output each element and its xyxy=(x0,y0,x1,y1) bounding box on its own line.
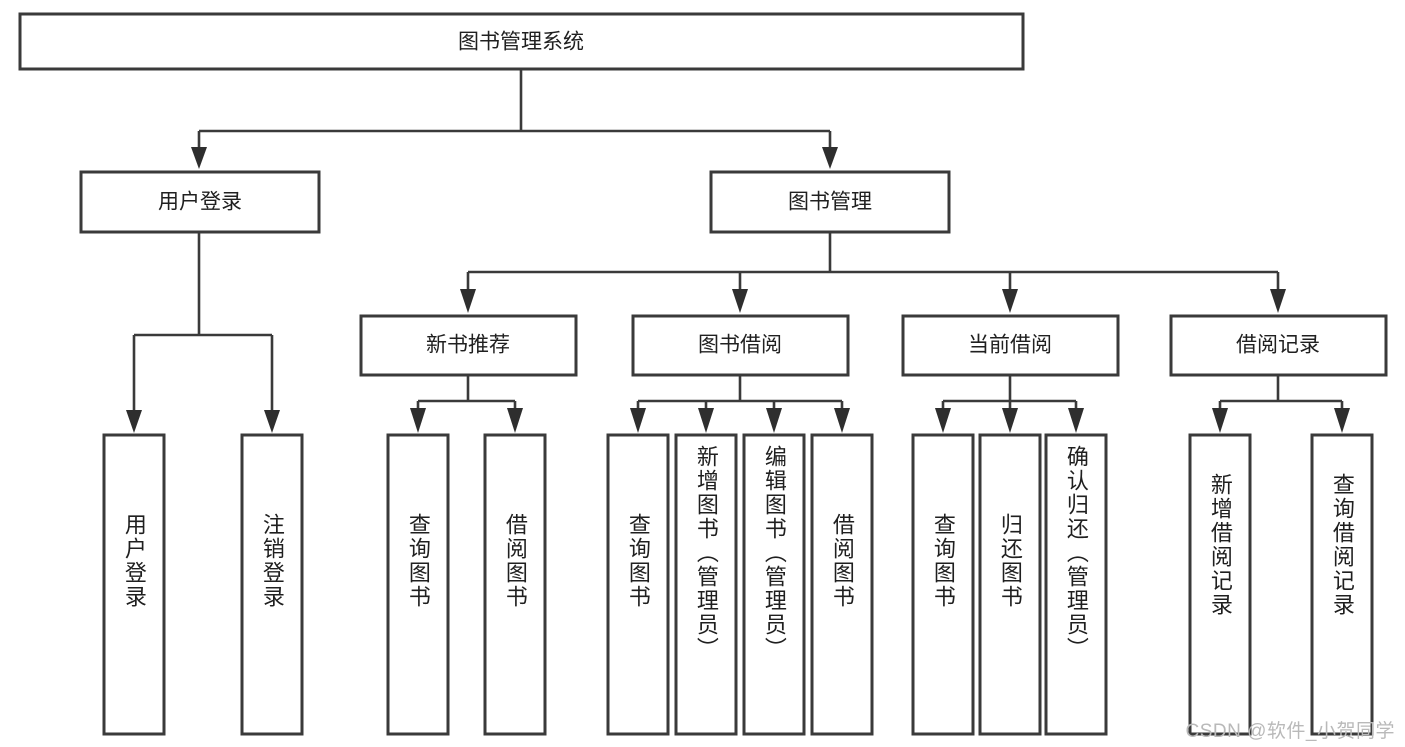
arrow-to-current-borrow xyxy=(1002,289,1018,313)
leaf-user-logout-box[interactable] xyxy=(240,433,304,736)
node-borrow-record[interactable]: 借阅记录 xyxy=(1169,314,1388,377)
leaf-confirm-return-box[interactable] xyxy=(1044,433,1108,736)
leaf-borrow-book-1-box[interactable] xyxy=(483,433,547,736)
leaf-query-book-3-box[interactable] xyxy=(911,433,975,736)
csdn-watermark: CSDN @软件_小贺同学 xyxy=(1185,721,1395,742)
leaf-return-book-box[interactable] xyxy=(978,433,1042,736)
arrow-to-user-login xyxy=(191,147,207,169)
node-book-borrow-label: 图书借阅 xyxy=(698,334,782,357)
node-current-borrow-box[interactable] xyxy=(901,314,1120,377)
node-borrow-record-box[interactable] xyxy=(1169,314,1388,377)
arrow-to-leaf-query-book-3 xyxy=(935,408,951,433)
node-book-management[interactable]: 图书管理 xyxy=(709,170,951,234)
arrow-to-leaf-return-book xyxy=(1002,408,1018,433)
node-current-borrow-label: 当前借阅 xyxy=(968,334,1052,357)
arrow-to-leaf-query-book-2 xyxy=(630,408,646,433)
node-book-borrow[interactable]: 图书借阅 xyxy=(631,314,850,377)
arrow-to-leaf-confirm-return xyxy=(1068,408,1084,433)
arrow-to-leaf-query-record xyxy=(1334,408,1350,433)
node-book-management-label: 图书管理 xyxy=(788,191,872,214)
connector-group-root xyxy=(191,69,838,169)
arrow-to-leaf-borrow-book-2 xyxy=(834,408,850,433)
node-root-label: 图书管理系统 xyxy=(458,31,584,54)
node-user-login-label: 用户登录 xyxy=(158,191,242,214)
leaf-query-book-1-box[interactable] xyxy=(386,433,450,736)
leaf-add-book-box[interactable] xyxy=(674,433,738,736)
node-borrow-record-label: 借阅记录 xyxy=(1236,334,1320,357)
connector-group-borrow-record xyxy=(1212,375,1350,433)
node-current-borrow[interactable]: 当前借阅 xyxy=(901,314,1120,377)
arrow-to-new-book-recommend xyxy=(460,289,476,313)
connector-group-current-borrow xyxy=(935,375,1084,433)
arrow-to-leaf-query-book-1 xyxy=(410,408,426,433)
node-new-book-recommend-label: 新书推荐 xyxy=(426,334,510,357)
node-new-book-recommend-box[interactable] xyxy=(359,314,578,377)
arrow-to-leaf-borrow-book-1 xyxy=(507,408,523,433)
leaf-user-login-box[interactable] xyxy=(102,433,166,736)
node-book-borrow-box[interactable] xyxy=(631,314,850,377)
leaf-query-record-box[interactable] xyxy=(1310,433,1374,736)
arrow-to-leaf-user-logout xyxy=(264,410,280,433)
arrow-to-book-borrow xyxy=(732,289,748,313)
arrow-to-book-management xyxy=(822,147,838,169)
node-user-login-box[interactable] xyxy=(79,170,321,234)
connector-group-user-login xyxy=(126,233,280,433)
node-new-book-recommend[interactable]: 新书推荐 xyxy=(359,314,578,377)
node-root-box[interactable] xyxy=(18,12,1025,71)
arrow-to-leaf-user-login xyxy=(126,410,142,433)
arrow-to-leaf-edit-book xyxy=(766,408,782,433)
leaf-borrow-book-2-box[interactable] xyxy=(810,433,874,736)
arrow-to-borrow-record xyxy=(1270,289,1286,313)
arrow-to-leaf-add-record xyxy=(1212,408,1228,433)
node-root[interactable]: 图书管理系统 xyxy=(18,12,1025,71)
leaf-edit-book-box[interactable] xyxy=(742,433,806,736)
node-user-login[interactable]: 用户登录 xyxy=(79,170,321,234)
leaf-add-record-box[interactable] xyxy=(1188,433,1252,736)
connector-group-book-management xyxy=(460,233,1286,313)
connector-group-book-borrow xyxy=(630,375,850,433)
node-book-management-box[interactable] xyxy=(709,170,951,234)
arrow-to-leaf-add-book xyxy=(698,408,714,433)
connector-group-new-book-recommend xyxy=(410,375,523,433)
leaf-query-book-2-box[interactable] xyxy=(606,433,670,736)
leaf-boxes xyxy=(102,433,1374,736)
